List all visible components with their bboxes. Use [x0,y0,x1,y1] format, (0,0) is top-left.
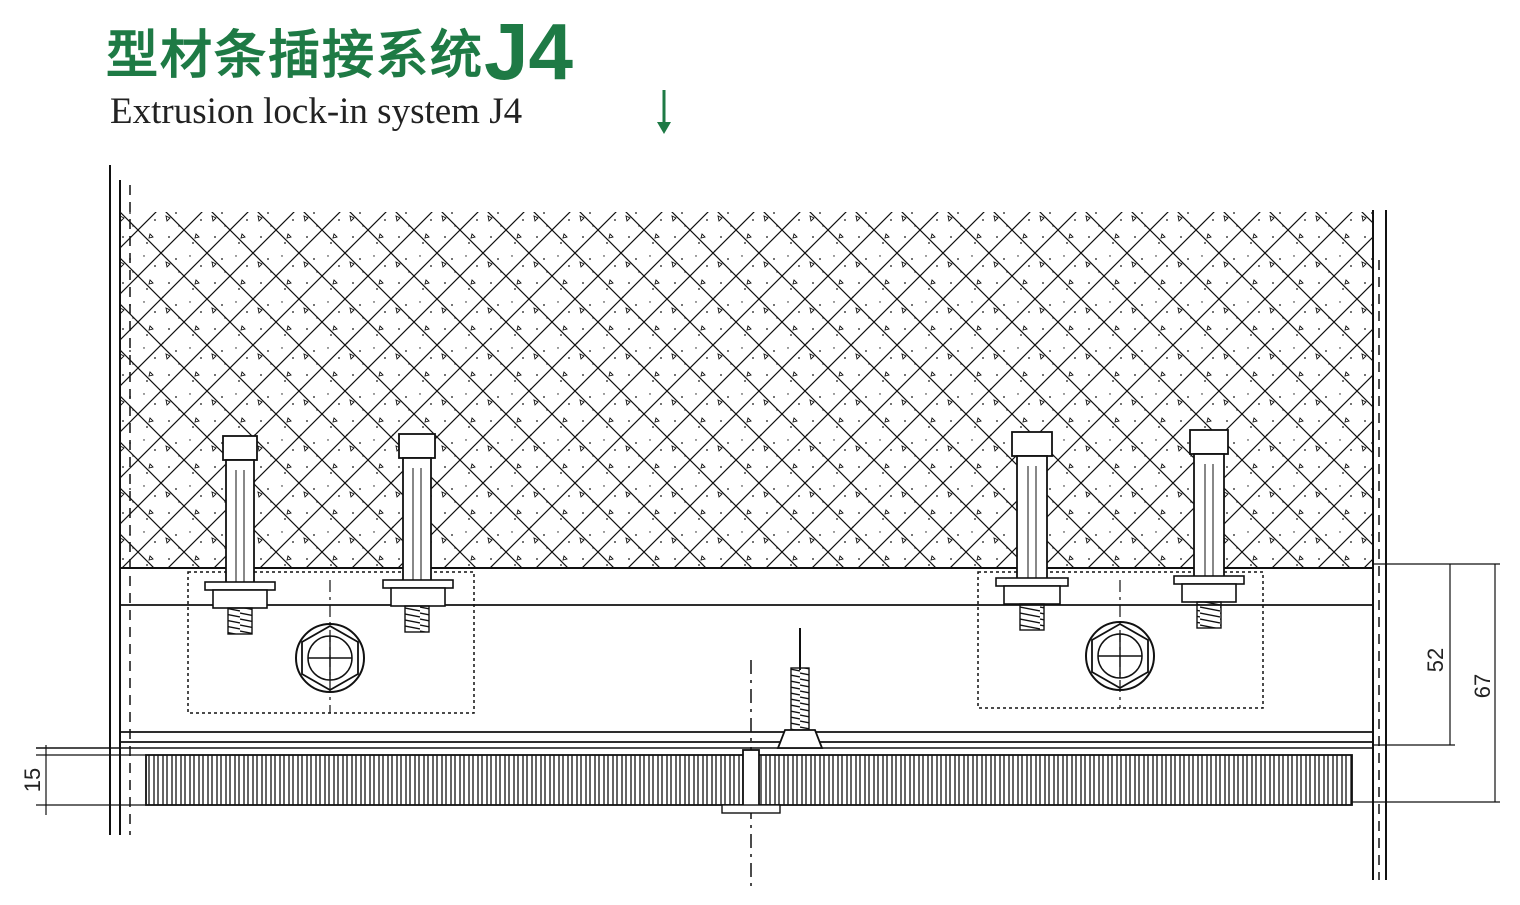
bracket-right [977,571,1264,709]
dimension-right [1352,563,1500,803]
left-boundary [109,165,131,835]
dim-label-67: 67 [1470,674,1495,698]
steel-keel [36,604,1373,749]
dim-label-15: 15 [20,768,45,792]
down-arrow-icon [657,90,671,134]
title-english: Extrusion lock-in system J4 [110,91,523,132]
dimension-left-15 [36,745,146,815]
concrete-slab [120,212,1373,569]
anchor-bolt-2 [382,433,454,633]
extrusion-strip-left [145,754,747,806]
lock-in-joint [721,749,781,814]
right-boundary [1372,210,1387,880]
title-chinese-text: 型材条插接系统 [106,26,485,86]
anchor-bolt-4 [1173,429,1245,629]
extrusion-strip-right [755,754,1353,806]
anchor-bolt-1 [204,435,276,635]
title-chinese: 型材条插接系统J4 [106,12,573,92]
dim-label-52: 52 [1423,648,1448,672]
anchor-bolt-3 [995,431,1069,631]
bracket-left [187,571,475,714]
title-code: J4 [484,7,573,96]
self-tapping-screw [776,628,824,749]
